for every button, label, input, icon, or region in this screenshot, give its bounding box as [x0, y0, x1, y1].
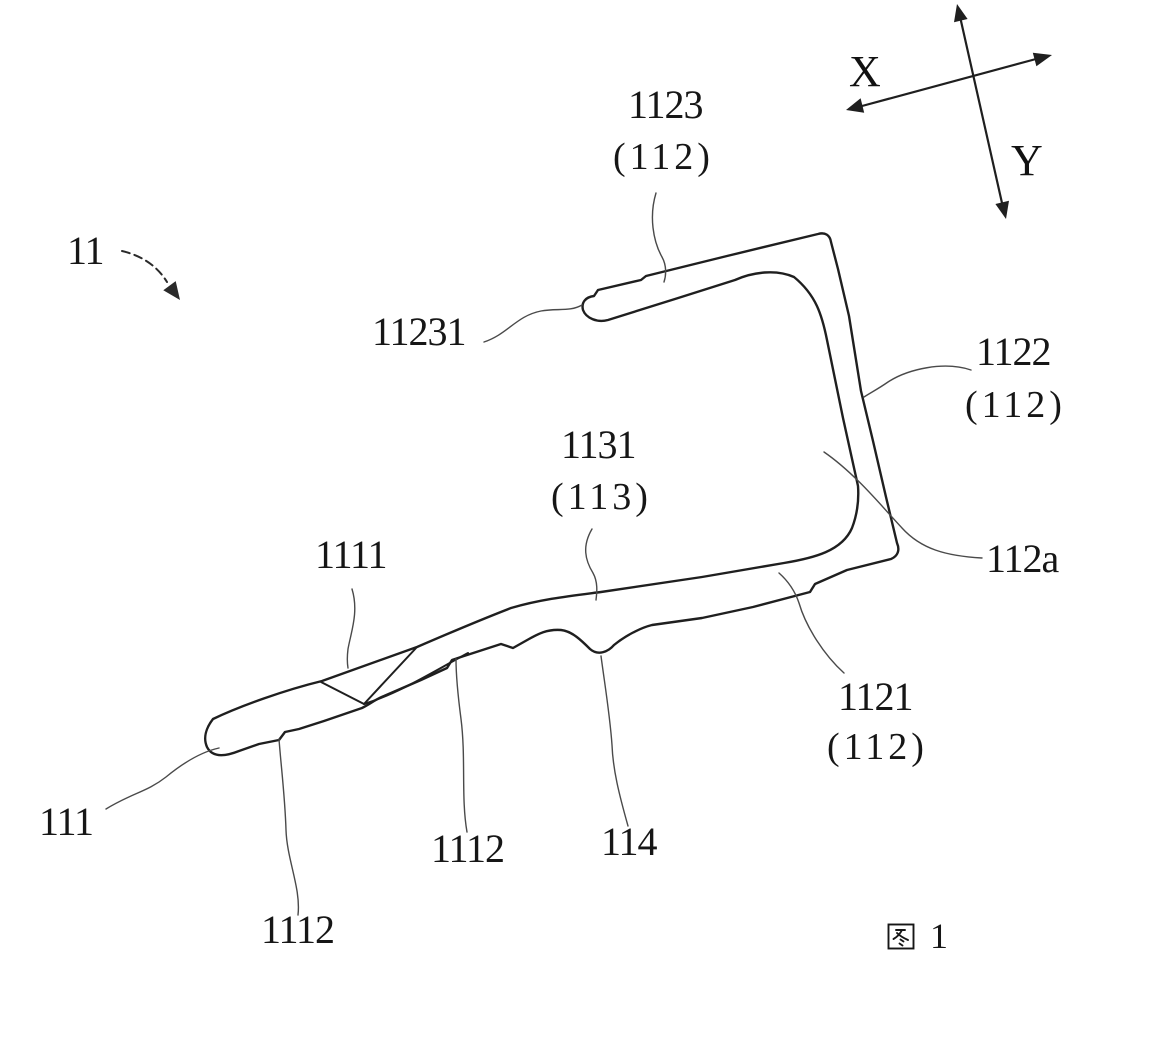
x-axis-label: X: [849, 47, 881, 96]
leader-1121: [778, 572, 845, 674]
part-internal-lines: [320, 646, 469, 705]
ref-label-1112-bottom: 1112: [261, 907, 335, 952]
leader-lines: [105, 192, 983, 916]
figure-number: 1: [930, 916, 948, 956]
leader-1112-bottom: [278, 738, 300, 916]
leader-1131: [585, 528, 598, 601]
leader-1111: [346, 588, 356, 669]
y-axis-line: [959, 19, 1004, 205]
leader-1123: [651, 192, 667, 283]
leader-112a: [823, 451, 983, 559]
figure-cjk-glyph: [887, 923, 915, 950]
leader-1112-mid: [455, 658, 468, 833]
ref-label-112a: 112a: [986, 536, 1059, 581]
ref-label-1122: 1122: [976, 329, 1052, 374]
figure-caption: 1: [886, 918, 948, 954]
leader-114: [600, 655, 629, 827]
leader-111: [105, 747, 220, 810]
facet-line-right: [363, 646, 418, 705]
ref-label-1121-group: (112): [827, 726, 928, 768]
ref-label-1123: 1123: [628, 82, 704, 127]
ref-label-1112-mid: 1112: [431, 826, 505, 871]
ref-label-1131: 1131: [561, 422, 637, 467]
facet-thickness-line: [363, 652, 469, 705]
ref-label-1123-group: (112): [613, 136, 714, 178]
ref-label-114: 114: [601, 819, 658, 864]
ref-label-11231: 11231: [372, 309, 467, 354]
ref-11-arrow: [121, 250, 180, 300]
ref-label-1131-group: (113): [551, 476, 652, 518]
ref-label-1122-group: (112): [965, 384, 1066, 426]
ref-label-111: 111: [39, 799, 94, 844]
xy-axis-indicator: [846, 4, 1052, 219]
part-outline: [204, 232, 900, 757]
leader-1122: [863, 365, 972, 398]
ref-label-1121: 1121: [838, 674, 914, 719]
facet-line-left: [320, 681, 365, 705]
y-axis-label: Y: [1011, 136, 1043, 185]
axis-arrowheads: [846, 4, 1052, 219]
x-axis-line: [860, 57, 1038, 108]
leader-11231: [483, 304, 583, 343]
ref-label-11: 11: [67, 228, 105, 273]
ref-label-1111: 1111: [315, 532, 388, 577]
